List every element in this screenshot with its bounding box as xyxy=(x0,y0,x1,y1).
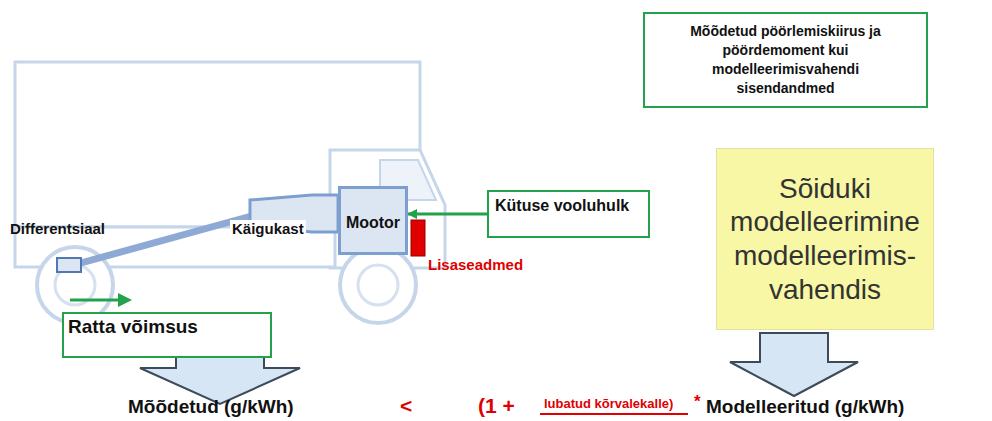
engine-box: Mootor xyxy=(338,186,408,255)
part-label: Differentsiaal xyxy=(10,220,105,237)
auxiliary-unit xyxy=(411,220,425,256)
formula-operator: * xyxy=(694,392,701,412)
fraction-bar xyxy=(540,413,688,415)
formula-term: (1 + xyxy=(478,394,515,418)
wheel-power-box: Ratta võimsus xyxy=(62,312,272,358)
formula-term: Modelleeritud (g/kWh) xyxy=(706,396,904,418)
fuel-flow-box: Kütuse vooluhulk xyxy=(487,190,650,238)
formula-term: Mõõdetud (g/kWh) xyxy=(128,396,294,418)
part-label: Lisaseadmed xyxy=(428,256,523,273)
truck-cab xyxy=(330,150,445,268)
front-wheel xyxy=(340,247,416,323)
power-arrow xyxy=(70,299,120,302)
box-text: Kütuse vooluhulk xyxy=(495,196,642,215)
box-text: Ratta võimsus xyxy=(68,316,266,339)
power-arrowhead xyxy=(118,293,132,307)
flow-arrow xyxy=(408,213,487,216)
input-box: Mõõdetud pöörlemiskiirus ja pöördemoment… xyxy=(643,12,928,108)
simulation-box: Sõiduki modelleerimine modelleerimis- va… xyxy=(716,148,934,330)
formula-term: lubatud kõrvalekalle) xyxy=(544,396,673,411)
box-text: Mootor xyxy=(343,213,403,232)
part-label: Käigukast xyxy=(230,220,306,237)
box-text: Mõõdetud pöörlemiskiirus ja pöördemoment… xyxy=(663,22,908,98)
box-text: Sõiduki modelleerimine modelleerimis- va… xyxy=(723,172,927,306)
formula-operator: < xyxy=(400,394,412,418)
differential xyxy=(57,258,81,272)
down-arrow xyxy=(730,333,858,396)
front-hub xyxy=(358,265,398,305)
